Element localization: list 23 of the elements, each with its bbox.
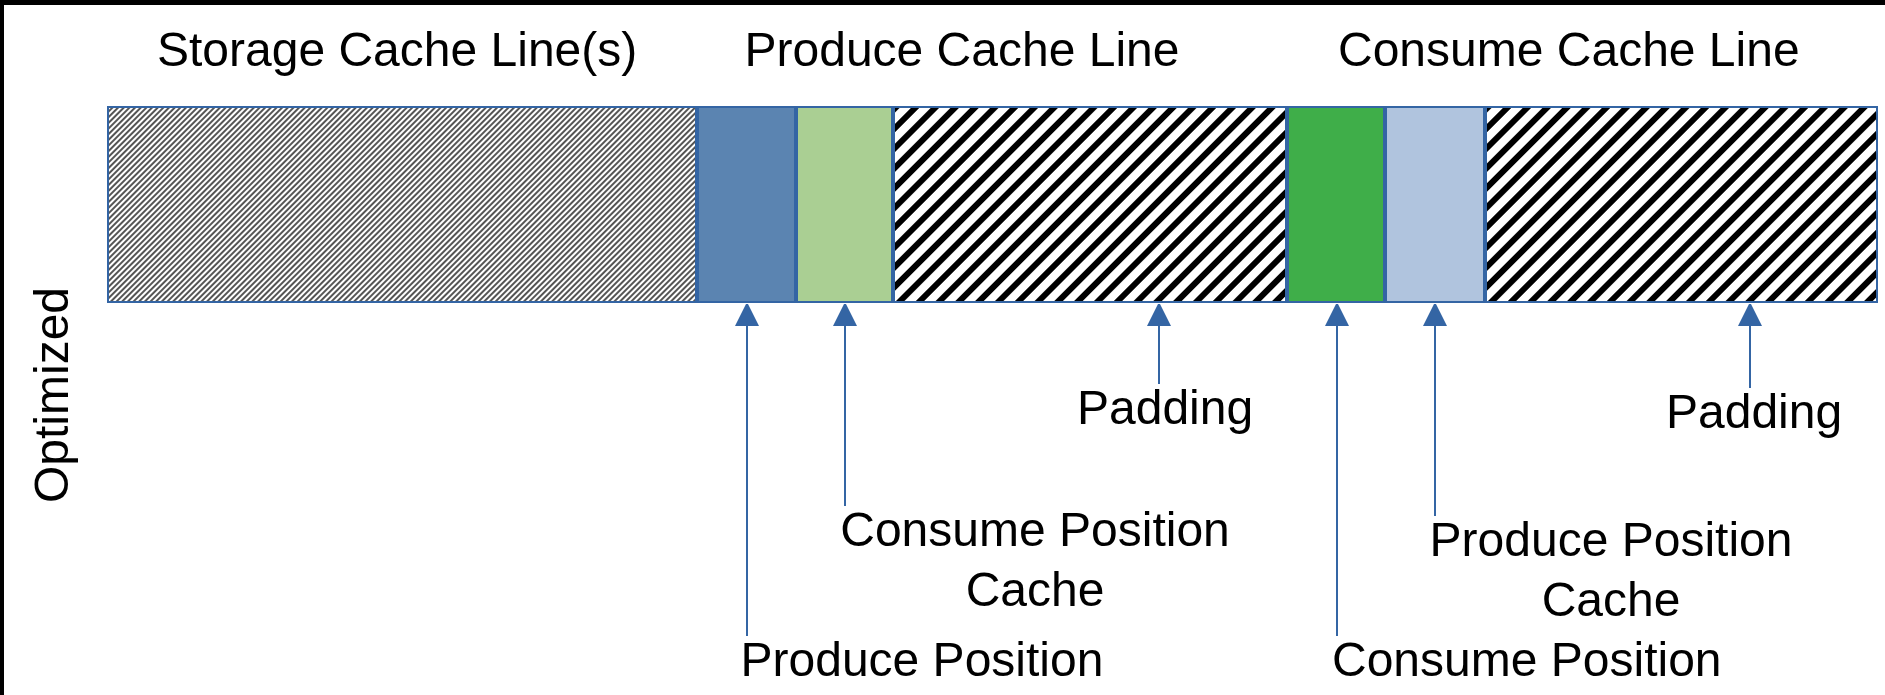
storage-block: [107, 106, 697, 303]
row-label: Optimized: [24, 286, 80, 504]
padding-block: [1485, 106, 1878, 303]
callout-label: Consume Position: [1332, 630, 1722, 690]
leader-arrow: [1325, 302, 1349, 637]
leader-arrow: [1738, 302, 1762, 389]
callout-label: Consume Position Cache: [815, 500, 1255, 620]
memory-block: [1385, 106, 1485, 303]
padding-block: [893, 106, 1287, 303]
memory-block: [796, 106, 893, 303]
leader-arrow: [735, 302, 759, 637]
section-heading: Storage Cache Line(s): [157, 22, 638, 78]
section-heading: Consume Cache Line: [1338, 22, 1800, 78]
callout-label: Produce Position: [740, 630, 1104, 690]
memory-block: [1287, 106, 1385, 303]
leader-arrow: [1147, 302, 1171, 385]
memory-block: [697, 106, 796, 303]
callout-label: Padding: [1077, 378, 1254, 438]
callout-label: Padding: [1666, 382, 1843, 442]
section-heading: Produce Cache Line: [744, 22, 1180, 78]
leader-arrow: [1423, 302, 1447, 517]
leader-arrow: [833, 302, 857, 507]
callout-label: Produce Position Cache: [1391, 510, 1831, 630]
